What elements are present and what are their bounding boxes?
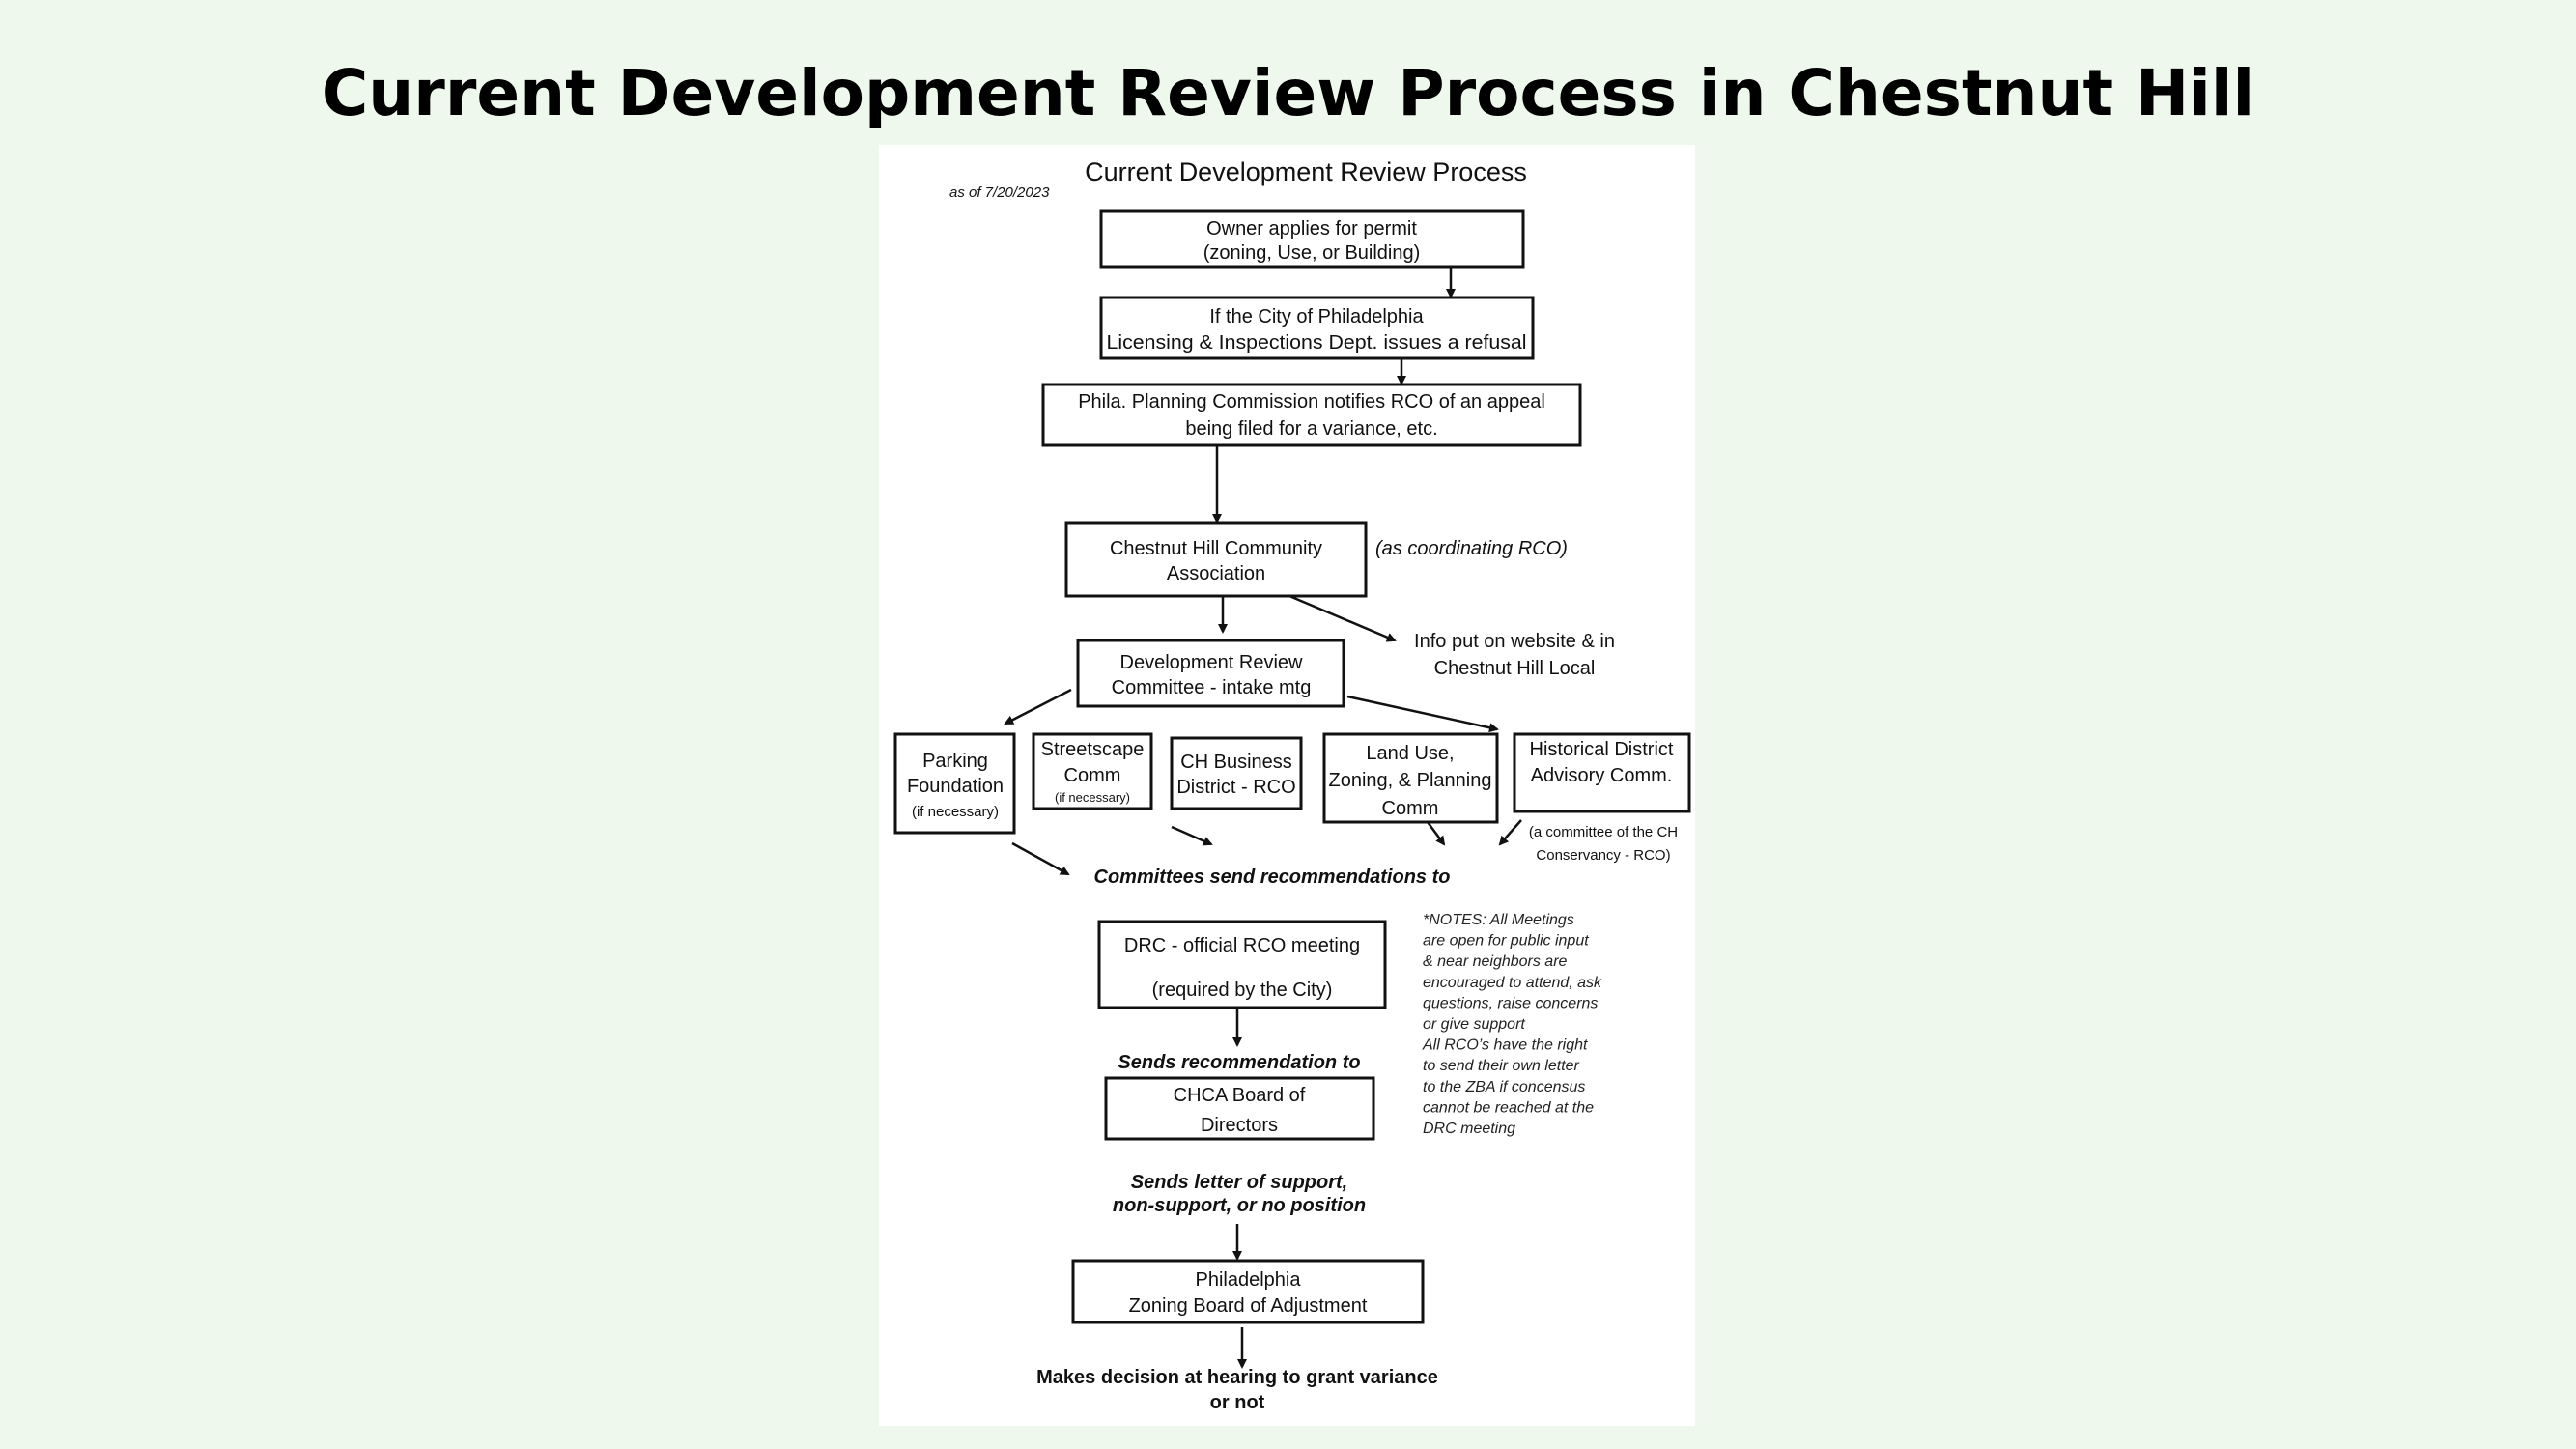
svg-text:If the City of Philadelphia: If the City of Philadelphia <box>1209 306 1424 327</box>
svg-text:Chestnut Hill Local: Chestnut Hill Local <box>1434 658 1596 679</box>
arrow <box>1171 825 1213 846</box>
svg-text:(zoning, Use, or Building): (zoning, Use, or Building) <box>1203 242 1421 264</box>
arrow <box>1011 841 1070 876</box>
decision-label: Makes decision at hearing to grant varia… <box>1036 1367 1438 1413</box>
svg-text:Chestnut Hill Community: Chestnut Hill Community <box>1110 538 1322 559</box>
svg-text:Owner applies for permit: Owner applies for permit <box>1206 218 1417 240</box>
node-drc-intake: Development Review Committee - intake mt… <box>1076 639 1345 708</box>
svg-text:Philadelphia: Philadelphia <box>1196 1269 1302 1291</box>
svg-text:(required by the City): (required by the City) <box>1152 980 1333 1001</box>
arrows <box>1004 267 1522 1369</box>
note-line: questions, raise concerns <box>1423 995 1598 1011</box>
node-owner: Owner applies for permit (zoning, Use, o… <box>1099 209 1525 269</box>
sends-recommendation-label: Sends recommendation to <box>1118 1052 1360 1073</box>
node-landuse: Land Use, Zoning, & Planning Comm <box>1322 732 1499 824</box>
svg-text:Comm: Comm <box>1064 765 1121 786</box>
arrow <box>1004 688 1072 725</box>
note-line: are open for public input <box>1423 933 1589 950</box>
note-line: cannot be reached at the <box>1423 1099 1594 1116</box>
note-line: DRC meeting <box>1423 1121 1515 1137</box>
svg-text:Development Review: Development Review <box>1120 652 1304 673</box>
svg-text:Streetscape: Streetscape <box>1041 739 1145 760</box>
note-line: & near neighbors are <box>1423 953 1568 970</box>
notes: *NOTES: All Meetings are open for public … <box>1422 912 1602 1137</box>
svg-text:(a committee of the CH: (a committee of the CH <box>1529 824 1678 840</box>
svg-text:Association: Association <box>1167 563 1265 584</box>
svg-text:Foundation: Foundation <box>907 776 1004 797</box>
svg-text:Conservancy - RCO): Conservancy - RCO) <box>1536 847 1670 864</box>
node-parking: Parking Foundation (if necessary) <box>893 732 1016 835</box>
svg-text:being filed for a variance, et: being filed for a variance, etc. <box>1185 418 1437 440</box>
committees-send-label: Committees send recommendations to <box>1094 867 1451 888</box>
node-historical: Historical District Advisory Comm. <box>1513 732 1691 813</box>
slide-title: Current Development Review Process in Ch… <box>321 56 2255 130</box>
arrow <box>1288 594 1397 642</box>
svg-text:Info put on website & in: Info put on website & in <box>1414 631 1615 652</box>
svg-text:Advisory Comm.: Advisory Comm. <box>1531 765 1673 786</box>
svg-text:District - RCO: District - RCO <box>1176 777 1295 798</box>
node-zba: Philadelphia Zoning Board of Adjustment <box>1071 1259 1425 1324</box>
svg-text:CHCA Board of: CHCA Board of <box>1174 1085 1306 1106</box>
date-label: as of 7/20/2023 <box>949 185 1050 201</box>
note-line: to send their own letter <box>1423 1058 1580 1074</box>
note-line: encouraged to attend, ask <box>1423 975 1602 991</box>
svg-text:(if necessary): (if necessary) <box>1055 790 1130 805</box>
svg-text:Parking: Parking <box>922 751 988 772</box>
svg-text:non-support, or no position: non-support, or no position <box>1113 1195 1366 1216</box>
svg-text:Historical District: Historical District <box>1530 739 1674 760</box>
diagram-title: Current Development Review Process <box>1085 157 1527 186</box>
arrow <box>1426 821 1446 846</box>
svg-text:Sends letter of support,: Sends letter of support, <box>1131 1172 1347 1193</box>
svg-text:Land Use,: Land Use, <box>1366 743 1454 764</box>
svg-text:or not: or not <box>1210 1392 1265 1413</box>
svg-text:Comm: Comm <box>1382 798 1439 819</box>
svg-text:Zoning, & Planning: Zoning, & Planning <box>1328 770 1491 791</box>
note-line: *NOTES: All Meetings <box>1423 912 1574 928</box>
arrow <box>1498 819 1522 846</box>
node-board: CHCA Board of Directors <box>1104 1076 1375 1141</box>
note-line: All RCO’s have the right <box>1422 1037 1588 1054</box>
arrow <box>1346 695 1499 733</box>
chca-note: (as coordinating RCO) <box>1375 538 1568 559</box>
svg-text:CH Business: CH Business <box>1180 752 1292 773</box>
historical-note: (a committee of the CH Conservancy - RCO… <box>1529 824 1678 864</box>
note-line: or give support <box>1423 1016 1525 1033</box>
note-line: to the ZBA if concensus <box>1423 1079 1585 1095</box>
svg-text:Makes decision at hearing to g: Makes decision at hearing to grant varia… <box>1036 1367 1438 1388</box>
svg-text:Directors: Directors <box>1201 1115 1278 1136</box>
svg-text:Phila. Planning Commission not: Phila. Planning Commission notifies RCO … <box>1078 391 1545 412</box>
info-note: Info put on website & in Chestnut Hill L… <box>1414 631 1615 679</box>
node-chca: Chestnut Hill Community Association <box>1064 521 1368 598</box>
svg-text:(if necessary): (if necessary) <box>912 804 999 820</box>
svg-text:Committee - intake mtg: Committee - intake mtg <box>1112 677 1312 698</box>
sends-letter-label: Sends letter of support, non-support, or… <box>1113 1172 1366 1216</box>
node-drc-official: DRC - official RCO meeting (required by … <box>1097 920 1387 1009</box>
node-business: CH Business District - RCO <box>1170 736 1303 810</box>
node-streetscape: Streetscape Comm (if necessary) <box>1032 732 1153 810</box>
svg-text:Licensing & Inspections Dept.: Licensing & Inspections Dept. issues a r… <box>1107 332 1527 354</box>
node-planning: Phila. Planning Commission notifies RCO … <box>1041 383 1582 447</box>
node-refusal: If the City of Philadelphia Licensing & … <box>1099 296 1535 360</box>
svg-text:DRC - official RCO meeting: DRC - official RCO meeting <box>1124 935 1360 956</box>
svg-text:Zoning Board of Adjustment: Zoning Board of Adjustment <box>1129 1295 1368 1317</box>
